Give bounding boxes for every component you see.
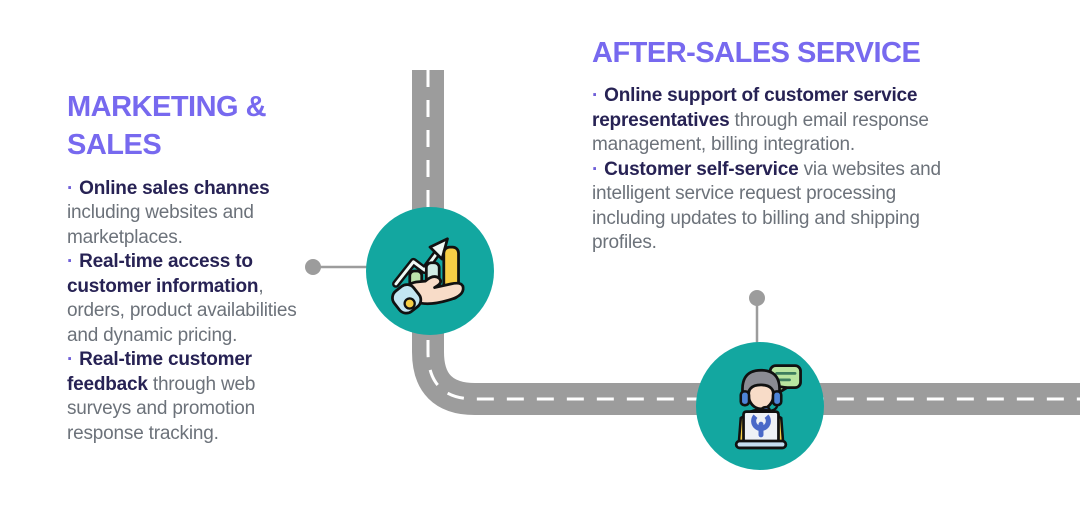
section-after-sales-service: AFTER-SALES SERVICE ·Online support of c… <box>592 34 960 256</box>
item-rest-text: through email response management, billi… <box>592 109 929 156</box>
item-rest-text: , orders, product availabilities and dyn… <box>67 275 297 346</box>
item-bold-text: Customer self-service <box>604 158 799 180</box>
item-rest-text: through web surveys and promotion respon… <box>67 373 256 444</box>
after-sales-item-1: ·Online support of customer service repr… <box>592 84 960 158</box>
growth-chart-in-hand-icon <box>391 237 465 315</box>
bullet-dot: · <box>67 251 74 273</box>
after-sales-service-title: AFTER-SALES SERVICE <box>592 37 921 69</box>
marketing-item-1: ·Online sales channes including websites… <box>67 177 322 251</box>
road-centerline <box>426 70 1080 401</box>
marketing-item-3: ·Real-time customer feedback through web… <box>67 348 322 446</box>
item-bold-text: Real-time customer feedback <box>67 349 252 395</box>
bullet-dot: · <box>67 177 74 199</box>
bullet-dot: · <box>67 349 74 371</box>
item-bold-text: Online support of customer service repre… <box>592 85 918 131</box>
bullet-dot: · <box>592 158 599 180</box>
connector-dot-marketing <box>305 259 321 275</box>
bullet-dot: · <box>592 85 599 107</box>
item-rest-text: via websites and intelligent service req… <box>592 158 941 254</box>
section-marketing-sales: MARKETING & SALES ·Online sales channes … <box>67 88 322 446</box>
item-bold-text: Real-time access to customer information <box>67 251 259 297</box>
marketing-sales-title: MARKETING & SALES <box>67 91 267 162</box>
marketing-item-2: ·Real-time access to customer informatio… <box>67 250 322 348</box>
item-bold-text: Online sales channes <box>79 177 270 199</box>
connector-dot-support <box>749 290 765 306</box>
after-sales-item-2: ·Customer self-service via websites and … <box>592 158 960 256</box>
item-rest-text: including websites and marketplaces. <box>67 202 254 248</box>
customer-support-agent-icon <box>734 364 802 450</box>
